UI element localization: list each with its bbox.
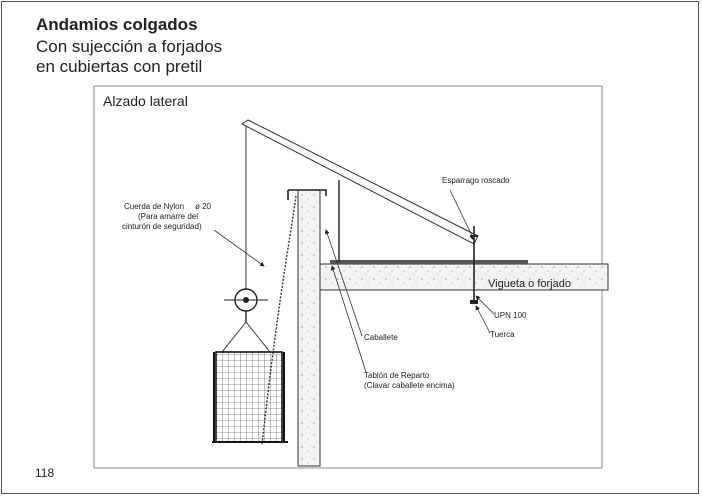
board-label-line-2: (Clavar caballete encima)	[364, 381, 455, 390]
rope-label-line-2: (Para amarre del	[138, 212, 198, 221]
parapet-wall	[297, 189, 321, 467]
rope-label-line-1: Cuerda de Nylon	[124, 202, 184, 211]
floor-slab	[319, 263, 609, 291]
rope-size-label: ø 20	[195, 202, 212, 211]
threaded-rod-label: Esparrago roscado	[442, 176, 510, 185]
hanging-cage	[215, 351, 283, 443]
trestle-label: Caballete	[364, 333, 398, 342]
rope-label-line-3: cinturón de seguridad)	[122, 222, 202, 231]
trestle	[287, 189, 327, 200]
page-subtitle-line-1: Con sujección a forjados	[36, 37, 223, 56]
page-subtitle-line-2: en cubiertas con pretil	[36, 57, 203, 76]
view-title: Alzado lateral	[103, 93, 188, 109]
nut-label: Tuerca	[490, 330, 515, 339]
joist-label: Vigueta o forjado	[488, 278, 571, 290]
distribution-board	[330, 260, 528, 264]
upn-label: UPN 100	[494, 311, 527, 320]
board-label-line-1: Tablón de Reparto	[364, 371, 430, 380]
page-title: Andamios colgados	[36, 15, 198, 34]
page-number: 118	[35, 466, 55, 480]
nut	[470, 300, 478, 304]
